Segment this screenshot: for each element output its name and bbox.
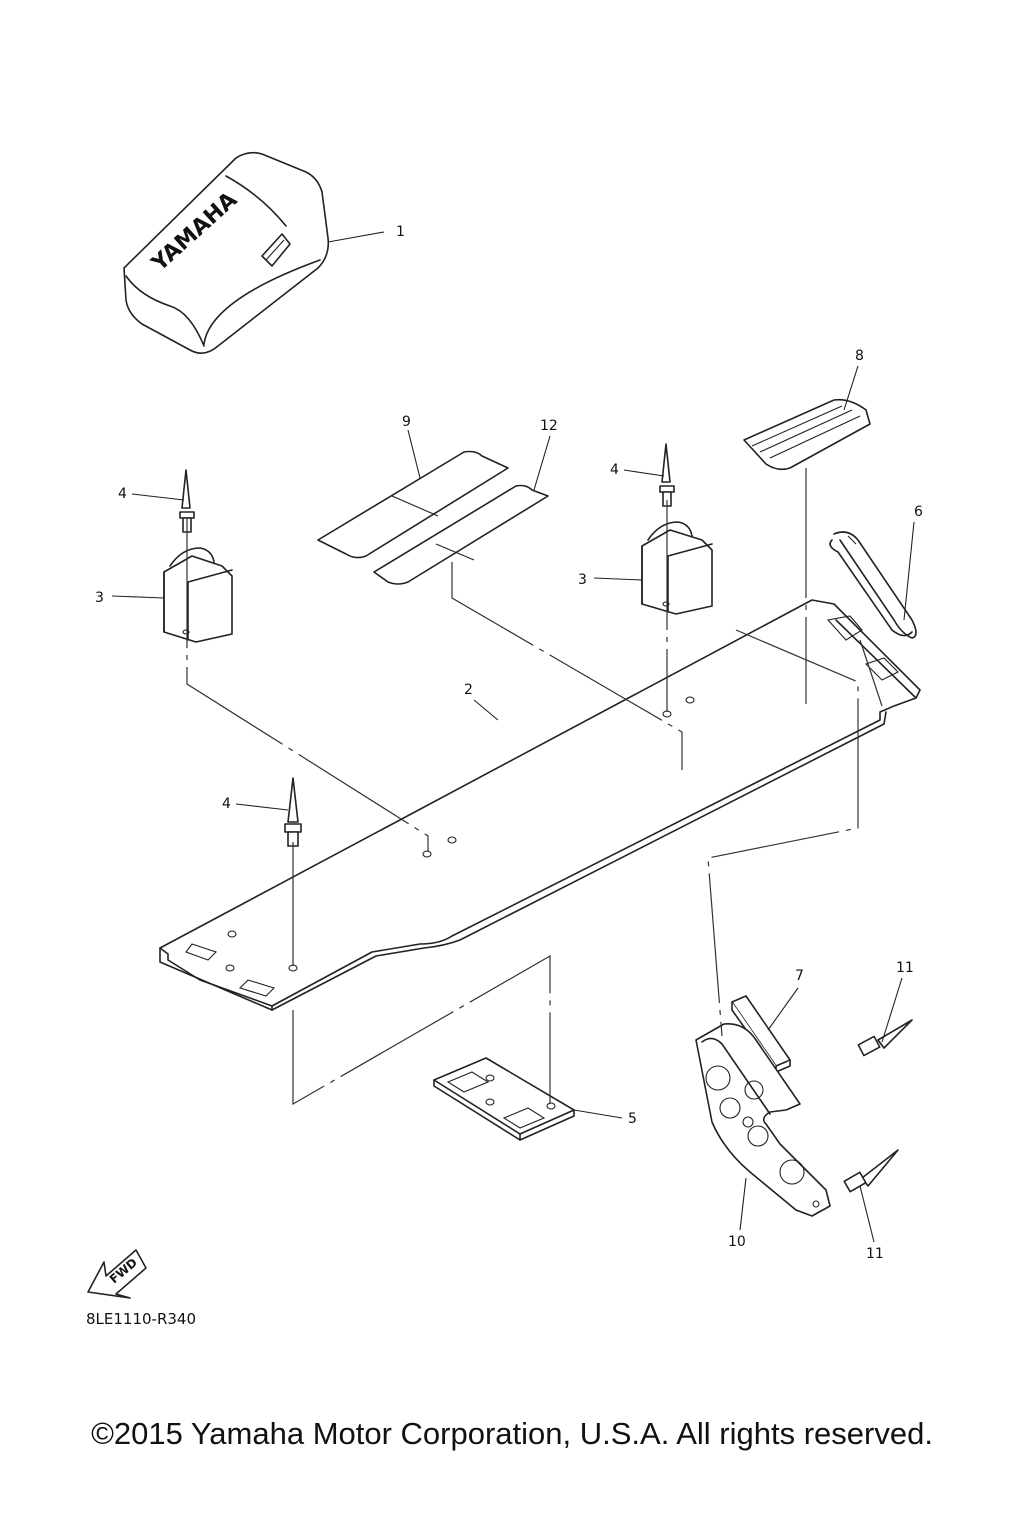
callout-3-right: 3 [578,572,587,588]
callout-5: 5 [628,1111,637,1127]
part-3-clip-left[interactable] [163,547,233,643]
drawing-code: 8LE1110-R340 [86,1310,196,1328]
part-8-pad[interactable] [743,398,871,471]
part-1-cover[interactable]: YAMAHA [123,151,330,354]
copyright-notice: ©2015 Yamaha Motor Corporation, U.S.A. A… [91,1416,933,1451]
callout-10: 10 [728,1234,746,1250]
part-4-rivet-right[interactable] [659,443,675,507]
callout-7: 7 [795,968,804,984]
part-11-rivet-lower[interactable] [843,1149,899,1193]
callout-8: 8 [855,348,864,364]
part-11-rivet-upper[interactable] [857,1019,913,1057]
part-6-hook[interactable] [829,531,917,639]
callout-9: 9 [402,414,411,430]
callout-11-lower: 11 [866,1246,884,1262]
part-10-bracket[interactable] [695,1023,831,1217]
callout-4-lower: 4 [222,796,231,812]
callout-6: 6 [914,504,923,520]
part-12-label[interactable] [373,484,549,585]
callout-3-left: 3 [95,590,104,606]
callout-4-right: 4 [610,462,619,478]
part-5-plate[interactable] [433,1057,575,1141]
part-4-rivet-lower[interactable] [284,777,302,847]
part-9-label[interactable] [317,450,509,559]
part-2-plate[interactable] [159,599,921,1011]
fwd-arrow-icon: FWD [87,1249,147,1299]
callout-1: 1 [396,224,405,240]
callout-leaders [111,231,915,1243]
callout-11-upper: 11 [896,960,914,976]
callout-2: 2 [464,682,473,698]
assembly-lines [186,468,883,1106]
part-3-clip-right[interactable] [641,521,713,615]
callout-4-left: 4 [118,486,127,502]
callout-12: 12 [540,418,558,434]
